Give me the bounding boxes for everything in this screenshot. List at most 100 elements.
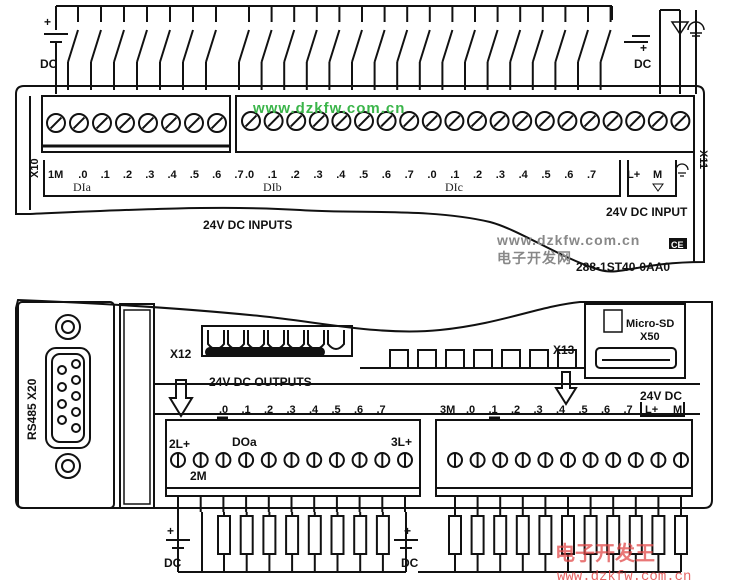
db9-screw-top <box>55 314 81 340</box>
x13-comb-tooth <box>501 349 521 369</box>
screw-terminal-dia <box>184 113 204 133</box>
input-terminal-label: .0 <box>427 169 436 181</box>
screw-terminal-dia <box>46 113 66 133</box>
connector-x11-label: X11 <box>697 150 709 169</box>
screw-slot <box>290 114 303 128</box>
dc-supply-label-bottom-mid: DC <box>401 556 419 570</box>
rs485-label: RS485 X20 <box>25 378 39 440</box>
output-label-left: .7 <box>377 404 386 416</box>
input-terminal-label: .6 <box>564 169 573 181</box>
switch-blade <box>531 29 544 63</box>
output-screw-right <box>650 452 667 468</box>
input-terminal-label: .6 <box>382 169 391 181</box>
screw-terminal-dib <box>263 111 284 131</box>
input-terminal-label: .3 <box>145 169 154 181</box>
earth-icon <box>675 163 689 177</box>
power-bracket <box>640 402 685 417</box>
load-resistor <box>538 515 553 555</box>
load-resistor <box>307 515 322 555</box>
output-screw-left <box>215 452 232 468</box>
x13-comb-tooth <box>473 349 493 369</box>
screw-terminal-dib <box>625 111 646 131</box>
load-resistor <box>353 515 368 555</box>
watermark-grey-cn: 电子开发网 <box>497 250 572 266</box>
screw-slot <box>538 114 551 128</box>
x12-comb-tooth <box>247 330 265 350</box>
switch-blade <box>90 29 102 63</box>
screw-terminal-dib <box>580 111 600 131</box>
earth-ground-icon <box>687 21 705 37</box>
screw-slot <box>118 116 132 130</box>
x13-comb-tooth <box>529 349 549 369</box>
input-terminal-label: .2 <box>473 169 482 181</box>
output-label-left: .1 <box>242 404 251 416</box>
ce-mark-box <box>669 238 687 249</box>
screw-terminal-dib <box>241 111 261 131</box>
screw-terminal-dib <box>376 111 397 131</box>
input-terminal-label: .4 <box>336 169 346 181</box>
db9-screw-bottom-inner <box>61 459 75 473</box>
screw-terminal-dib <box>286 111 307 131</box>
load-resistor <box>493 515 508 555</box>
common-2m-label: 2M <box>190 469 207 483</box>
power-terminal-lplus: L+ <box>627 169 640 181</box>
dc-supply-plus-top-right: + <box>640 41 647 55</box>
input-terminal-label: .7 <box>587 169 596 181</box>
input-terminal-label: .5 <box>541 169 550 181</box>
input-terminal-label: .4 <box>519 169 529 181</box>
screw-terminal-dib <box>467 111 487 131</box>
screw-slot <box>651 114 664 128</box>
input-terminal-label: .7 <box>405 169 414 181</box>
switch-blade <box>159 29 171 63</box>
x12-comb-tooth <box>227 330 245 350</box>
switch-blade <box>238 29 250 63</box>
screw-slot <box>493 114 506 128</box>
screw-terminal-dia <box>92 113 112 133</box>
input-terminal-label: .6 <box>212 169 221 181</box>
switch-blade <box>67 29 79 63</box>
output-screw-left <box>283 452 300 468</box>
input-terminal-label: .0 <box>78 169 87 181</box>
screw-slot <box>516 114 529 128</box>
screw-terminal-dib <box>421 111 442 131</box>
switch-blade <box>486 29 499 63</box>
switch-blade <box>283 29 296 63</box>
switch-blade <box>136 29 148 63</box>
db9-pin <box>71 359 81 369</box>
screw-terminal-dib <box>489 111 510 131</box>
output-m: M <box>673 404 682 416</box>
screw-terminal-dib <box>331 111 352 131</box>
x13-comb-tooth <box>417 349 437 369</box>
output-label-left: .2 <box>264 404 273 416</box>
screw-slot <box>95 116 109 130</box>
dc-supply-label-top-right: DC <box>634 57 652 71</box>
output-label-left: .3 <box>287 404 296 416</box>
part-number: 288-1ST40-0AA0 <box>576 260 670 274</box>
power-input-title: 24V DC INPUT <box>606 205 688 219</box>
microsd-slot-label: X50 <box>640 331 660 343</box>
group-doa-label: DOa <box>232 435 257 449</box>
input-terminal-label: .1 <box>101 169 110 181</box>
output-label-left: .5 <box>332 404 341 416</box>
output-screw-right <box>605 452 622 468</box>
load-resistor <box>375 515 390 555</box>
watermark-red-url: www.dzkfw.com.cn <box>557 569 691 583</box>
output-screw-left <box>238 452 255 468</box>
input-terminal-label: .4 <box>168 169 178 181</box>
dc-supply-plus-bottom-mid: + <box>404 524 411 538</box>
load-resistor <box>448 515 462 555</box>
screw-terminal-dia <box>69 113 89 133</box>
screw-terminal-dia <box>207 113 227 133</box>
output-block-right <box>435 419 693 497</box>
input-terminal-label: .2 <box>291 169 300 181</box>
output-screw-right <box>492 452 509 468</box>
microsd-slot <box>595 347 677 369</box>
output-screw-left <box>374 452 391 468</box>
terminal-label-bracket <box>43 160 621 197</box>
switch-blade <box>328 29 341 63</box>
output-screw-left <box>306 452 323 468</box>
bottom-module-body <box>15 298 713 509</box>
switch-blade <box>441 29 454 63</box>
